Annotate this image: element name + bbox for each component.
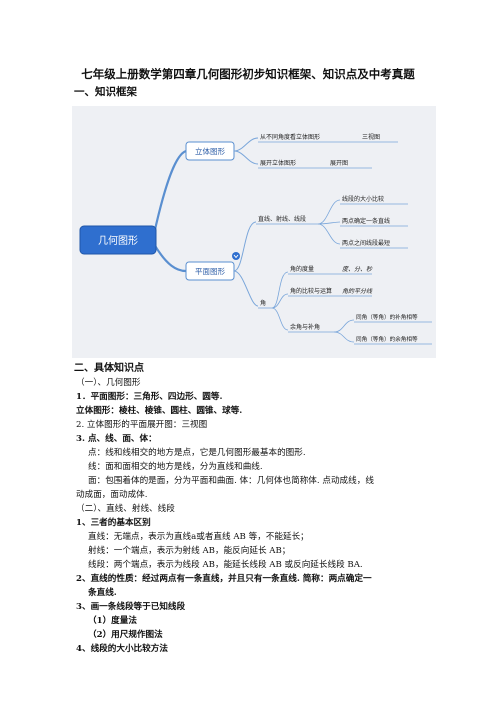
- root-node-box: [79, 225, 157, 255]
- line-20: 4、线段的大小比较方法: [76, 644, 168, 654]
- angle-leaf-bisector: 角的平分线: [342, 287, 373, 295]
- line-4: 2. 立体图形的平面展开图：三视图: [76, 420, 208, 430]
- line-leaf-compare: 线段的大小比较: [342, 195, 384, 203]
- complement-leaf-supplement: 同角（等角）的补角相等: [356, 313, 418, 321]
- line-1: （一）、几何图形: [76, 378, 141, 388]
- line-17: 3、画一条线段等于已知线段: [76, 602, 186, 612]
- root-node: 几何图形: [98, 234, 138, 247]
- line-11: 1、三者的基本区别: [76, 518, 151, 528]
- line-12: 直线：无端点，表示为直线a或者直线 AB 等，不能延长；: [88, 532, 309, 542]
- line-16: 条直线.: [88, 588, 117, 598]
- angle-item-complement: 余角与补角: [290, 323, 320, 331]
- section-heading-details: 二、具体知识点: [74, 363, 144, 374]
- angle-item-measure: 角的度量: [290, 265, 314, 273]
- line-19: （2）用尺规作图法: [88, 630, 163, 640]
- document-title: 七年级上册数学第四章几何图形初步知识框架、知识点及中考真题: [81, 67, 415, 81]
- line-14: 线段：两个端点，表示为线段 AB，能延长线段 AB 或反向延长线段 BA.: [88, 560, 363, 570]
- solid-leaf-three-views: 三视图: [362, 133, 380, 141]
- line-13: 射线：一个端点，表示为射线 AB，能反向延长 AB；: [88, 546, 291, 556]
- solid-leaf-unfold: 展开图: [330, 160, 348, 167]
- line-6: 点：线和线相交的地方是点，它是几何图形最基本的图形.: [88, 448, 306, 458]
- line-leaf-shortest: 两点之间线段最短: [342, 239, 390, 247]
- line-8: 面：包围着体的是面，分为平面和曲面. 体：几何体也简称体. 点动成线，线: [88, 476, 374, 486]
- line-10: （二）、直线、射线、线段: [76, 504, 175, 514]
- angle-item-compare: 角的比较与运算: [290, 287, 332, 295]
- line-2: 1．平面图形：三角形、四边形、圆等.: [76, 392, 223, 402]
- line-7: 线：面和面相交的地方是线，分为直线和曲线.: [88, 462, 263, 472]
- angle-leaf-units: 度、分、秒: [342, 265, 373, 273]
- complement-leaf-complement: 同角（等角）的余角相等: [356, 335, 418, 343]
- solid-node: 立体图形: [195, 146, 225, 156]
- line-leaf-two-points-line: 两点确定一条直线: [342, 217, 390, 225]
- solid-item-views: 从不同角度看立体图形: [260, 133, 320, 141]
- line-3: 立体图形：棱柱、棱锥、圆柱、圆锥、球等.: [76, 406, 243, 416]
- knowledge-mindmap: 几何图形 立体图形 平面图形 从不同角度看立体图形 三视图 展开立体图形 展开图…: [72, 106, 436, 358]
- line-15: 2、直线的性质：经过两点有一条直线，并且只有一条直线. 简称：两点确定一: [76, 574, 372, 584]
- plane-node: 平面图形: [195, 267, 225, 276]
- solid-item-unfold: 展开立体图形: [260, 159, 296, 167]
- plane-angle-group: 角: [260, 299, 266, 307]
- line-5: 3. 点、线、面、体：: [76, 434, 157, 444]
- line-9: 动成面，面动成体.: [76, 490, 148, 500]
- branch-root-solid: [152, 149, 187, 235]
- line-18: （1）度量法: [88, 616, 137, 626]
- section-heading-framework: 一、知识框架: [74, 86, 137, 98]
- plane-line-group: 直线、射线、线段: [258, 215, 306, 223]
- branch-root-plane: [153, 243, 187, 273]
- collapse-toggle-icon: [232, 252, 240, 260]
